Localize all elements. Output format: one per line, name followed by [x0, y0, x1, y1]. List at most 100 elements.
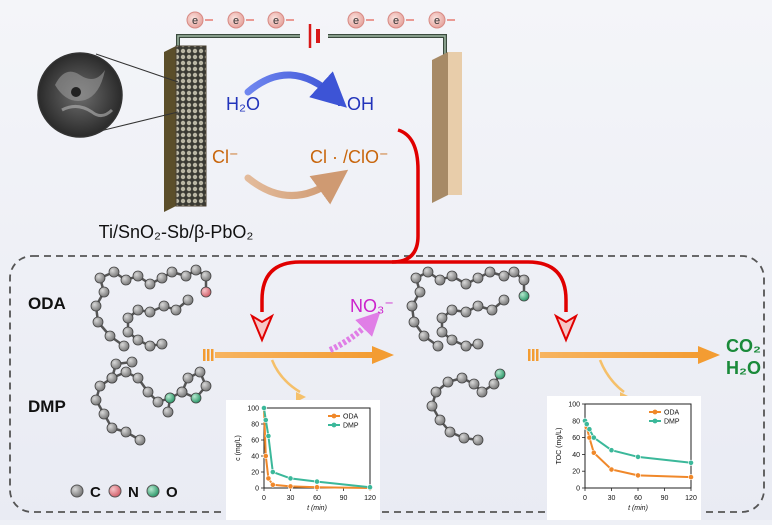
atom [436, 326, 448, 338]
atom [472, 300, 484, 312]
svg-text:e: e [393, 15, 399, 27]
atom [182, 294, 194, 306]
nitrogen-legend-marker [108, 484, 122, 498]
chart-background [226, 400, 380, 524]
atom [120, 366, 132, 378]
sampling-arrow-1 [270, 359, 301, 394]
atom [108, 266, 120, 278]
x-tick-label: 0 [583, 495, 587, 502]
sem-image-inset [37, 52, 179, 138]
data-point-dmp [265, 433, 272, 439]
atom [518, 274, 530, 286]
atom [468, 378, 480, 390]
atom [498, 270, 510, 282]
atom [176, 386, 188, 398]
atom [94, 272, 106, 284]
atom [476, 386, 488, 398]
atom [132, 304, 144, 316]
atom [144, 340, 156, 352]
legend-label-oda: ODA [664, 410, 680, 417]
nitrate-release-arrow [328, 311, 381, 353]
atom [194, 366, 206, 378]
nitrogen-legend-label: N [128, 484, 139, 501]
atom [430, 386, 442, 398]
y-axis-label: c (mg/L) [235, 435, 242, 461]
sampling-arrow-2 [598, 359, 625, 393]
atom-legend: C N O [70, 484, 178, 501]
atom [104, 330, 116, 342]
co2-label: CO₂ [726, 336, 761, 356]
data-point-oda [287, 483, 294, 490]
atom [434, 274, 446, 286]
svg-text:e: e [192, 15, 198, 27]
data-point-dmp [586, 426, 593, 433]
anode-electrode [164, 45, 207, 212]
atom [436, 312, 448, 324]
atom [200, 380, 212, 392]
h2o-product-label: H₂O [726, 358, 761, 378]
atom [472, 272, 484, 284]
y-tick-label: 40 [251, 454, 259, 461]
electron-1: e [186, 11, 213, 29]
electron-4: e [347, 11, 374, 29]
x-tick-label: 120 [364, 495, 376, 502]
dmp-molecule [90, 356, 212, 446]
atom [460, 306, 472, 318]
data-point-dmp [261, 405, 267, 411]
x-tick-label: 0 [262, 495, 266, 502]
y-tick-label: 80 [251, 422, 259, 429]
atom [422, 266, 434, 278]
sampling-arrowhead-1 [296, 392, 306, 402]
data-point-dmp [262, 417, 269, 423]
oxygen-legend-marker [146, 484, 160, 498]
atom [442, 376, 454, 388]
carbon-legend-label: C [90, 484, 101, 501]
y-tick-label: 0 [255, 486, 259, 493]
data-point-oda [262, 453, 269, 459]
atom [426, 400, 438, 412]
atom [126, 356, 138, 368]
atom [190, 392, 202, 404]
data-point-oda [688, 474, 694, 480]
dmp-intermediate-molecule [426, 368, 506, 446]
atom [166, 266, 178, 278]
oda-label: ODA [28, 294, 66, 313]
atom [446, 334, 458, 346]
h2o-label: H₂O [226, 94, 260, 114]
svg-text:e: e [353, 15, 359, 27]
atom [432, 340, 444, 352]
reaction-arrow-1 [203, 346, 394, 364]
atom [446, 304, 458, 316]
cathode-electrode [432, 52, 462, 203]
atom [132, 270, 144, 282]
electron-flow: e e e e e e [186, 11, 455, 29]
atom [156, 272, 168, 284]
y-tick-label: 40 [572, 452, 580, 459]
atom [122, 312, 134, 324]
atom [484, 266, 496, 278]
x-tick-label: 30 [287, 495, 295, 502]
chlorine-species-label: Cl · /ClO⁻ [310, 147, 389, 167]
chart-background [547, 396, 701, 524]
atom [434, 414, 446, 426]
atom [106, 372, 118, 384]
atom [410, 272, 422, 284]
data-point-oda [265, 475, 272, 482]
electron-3: e [267, 11, 294, 29]
data-point-dmp [590, 434, 597, 441]
electron-5: e [387, 11, 414, 29]
legend-label-oda: ODA [343, 414, 359, 421]
data-point-dmp [583, 421, 590, 428]
atom [110, 358, 122, 370]
atom [164, 392, 176, 404]
atom [418, 330, 430, 342]
x-axis-label: t (min) [307, 505, 327, 512]
atom [190, 264, 202, 276]
x-tick-label: 90 [661, 495, 669, 502]
data-point-dmp [269, 469, 276, 475]
oda-intermediate-molecule [406, 266, 530, 352]
legend-label-dmp: DMP [664, 419, 680, 426]
atom [472, 434, 484, 446]
atom [182, 372, 194, 384]
